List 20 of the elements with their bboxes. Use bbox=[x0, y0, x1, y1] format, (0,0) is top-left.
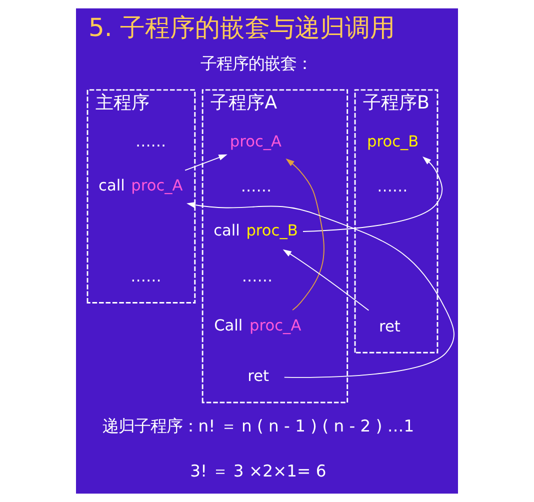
arrow bbox=[282, 249, 370, 311]
node-text: …… bbox=[240, 177, 272, 196]
label: 3! ＝ 3 ×2×1= 6 bbox=[190, 461, 326, 480]
node-text: …… bbox=[130, 267, 162, 286]
label: 子程序的嵌套： bbox=[200, 54, 312, 73]
arrow bbox=[302, 156, 443, 232]
arrow bbox=[286, 158, 324, 311]
label: 递归子程序：n! ＝ n ( n - 1 ) ( n - 2 ) …1 bbox=[102, 416, 414, 436]
diagram-title: 5. 子程序的嵌套与递归调用 bbox=[88, 13, 396, 42]
node-text: ret bbox=[379, 317, 400, 336]
node-text: …… bbox=[377, 177, 408, 196]
node-text: call proc_B bbox=[214, 221, 298, 240]
node-text: …… bbox=[242, 267, 273, 286]
node-text: proc_B bbox=[367, 132, 419, 150]
arrow bbox=[186, 202, 454, 378]
node-text: ret bbox=[248, 367, 270, 386]
node-text: proc_A bbox=[230, 132, 282, 150]
node-text: …… bbox=[135, 132, 166, 150]
node-text: Call proc_A bbox=[214, 316, 302, 334]
node-text: call proc_A bbox=[98, 176, 183, 194]
